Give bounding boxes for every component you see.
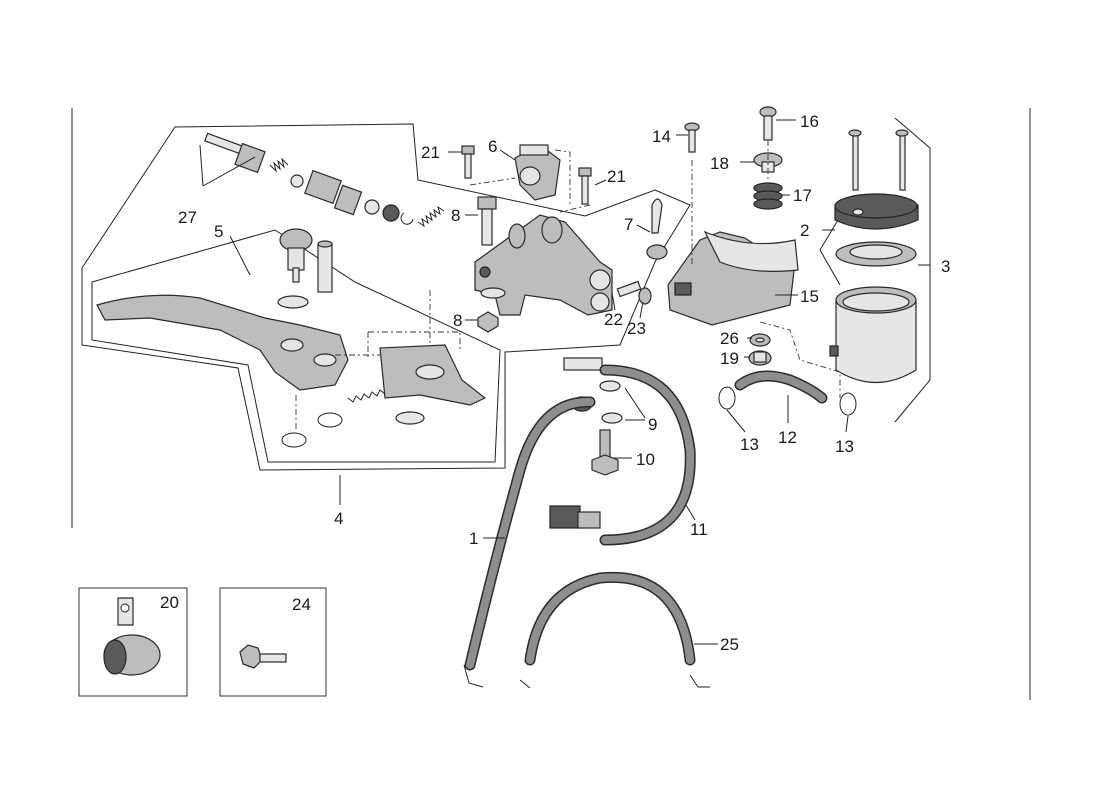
clamp-13-left	[718, 386, 736, 410]
lever-assembly-outline	[81, 123, 691, 471]
cable-clip-20	[103, 597, 161, 676]
bolt-21-left	[461, 145, 475, 179]
brake-hose-1	[463, 396, 596, 688]
washer-lever	[277, 295, 309, 309]
label-21-right: 21	[607, 167, 626, 186]
hose-12	[734, 370, 828, 404]
label-18: 18	[710, 154, 729, 173]
inset-box-24	[219, 587, 327, 697]
fitting-19	[748, 350, 772, 366]
adjuster-plate	[379, 344, 487, 406]
label-15: 15	[800, 287, 819, 306]
brake-hose-25	[519, 571, 710, 689]
reservoir-group-bracket	[894, 117, 931, 423]
label-8-top: 8	[451, 206, 460, 225]
inset-box-20	[78, 587, 188, 697]
pushrod	[317, 240, 333, 293]
screw-14	[684, 122, 700, 153]
label-10: 10	[636, 450, 655, 469]
label-16: 16	[800, 112, 819, 131]
label-24: 24	[292, 595, 311, 614]
bolt-21-right	[578, 167, 592, 205]
reservoir-screws	[848, 129, 909, 191]
label-12: 12	[778, 428, 797, 447]
label-1: 1	[469, 529, 478, 548]
pivot-pin-5	[279, 228, 313, 283]
clamp-6	[514, 144, 561, 201]
circlip-a	[317, 412, 343, 428]
brake-switch	[563, 357, 603, 371]
label-20: 20	[160, 593, 179, 612]
screw-16	[759, 106, 777, 141]
cap-23	[638, 287, 652, 305]
piston-kit-27	[199, 132, 445, 228]
label-3: 3	[941, 257, 950, 276]
clamp-13-right	[839, 392, 857, 416]
label-4: 4	[334, 509, 343, 528]
label-9: 9	[648, 415, 657, 434]
reservoir-bracket-15	[667, 230, 799, 326]
master-cylinder-body	[474, 214, 613, 316]
label-23: 23	[627, 319, 646, 338]
washer-26	[749, 333, 771, 347]
label-11: 11	[690, 520, 708, 539]
label-6: 6	[488, 137, 497, 156]
fitting-7	[646, 198, 668, 260]
label-25: 25	[720, 635, 739, 654]
label-27: 27	[178, 208, 197, 227]
reservoir-diaphragm	[835, 241, 917, 267]
bellows-17	[753, 182, 783, 210]
spring-small	[347, 389, 386, 403]
switch-cable-11	[549, 364, 696, 546]
label-21-left: 21	[421, 143, 440, 162]
circlip-b	[281, 432, 307, 448]
label-19: 19	[720, 349, 739, 368]
label-13-right: 13	[835, 437, 854, 456]
label-2: 2	[800, 221, 809, 240]
banjo-bolt-10	[591, 429, 619, 476]
label-26: 26	[720, 329, 739, 348]
bolt-24	[239, 644, 287, 669]
label-22: 22	[604, 310, 623, 329]
bolt-8	[477, 196, 497, 246]
label-13-left: 13	[740, 435, 759, 454]
label-5: 5	[214, 222, 223, 241]
washer-lower	[395, 411, 425, 425]
reservoir-cap-2	[834, 193, 919, 230]
label-8-bottom: 8	[453, 311, 462, 330]
nut-8	[477, 311, 499, 333]
brake-lever	[96, 294, 349, 391]
label-17: 17	[793, 186, 812, 205]
reservoir-body-3	[829, 286, 917, 384]
label-7: 7	[624, 215, 633, 234]
bleed-screw-22	[616, 280, 642, 298]
label-14: 14	[652, 127, 671, 146]
